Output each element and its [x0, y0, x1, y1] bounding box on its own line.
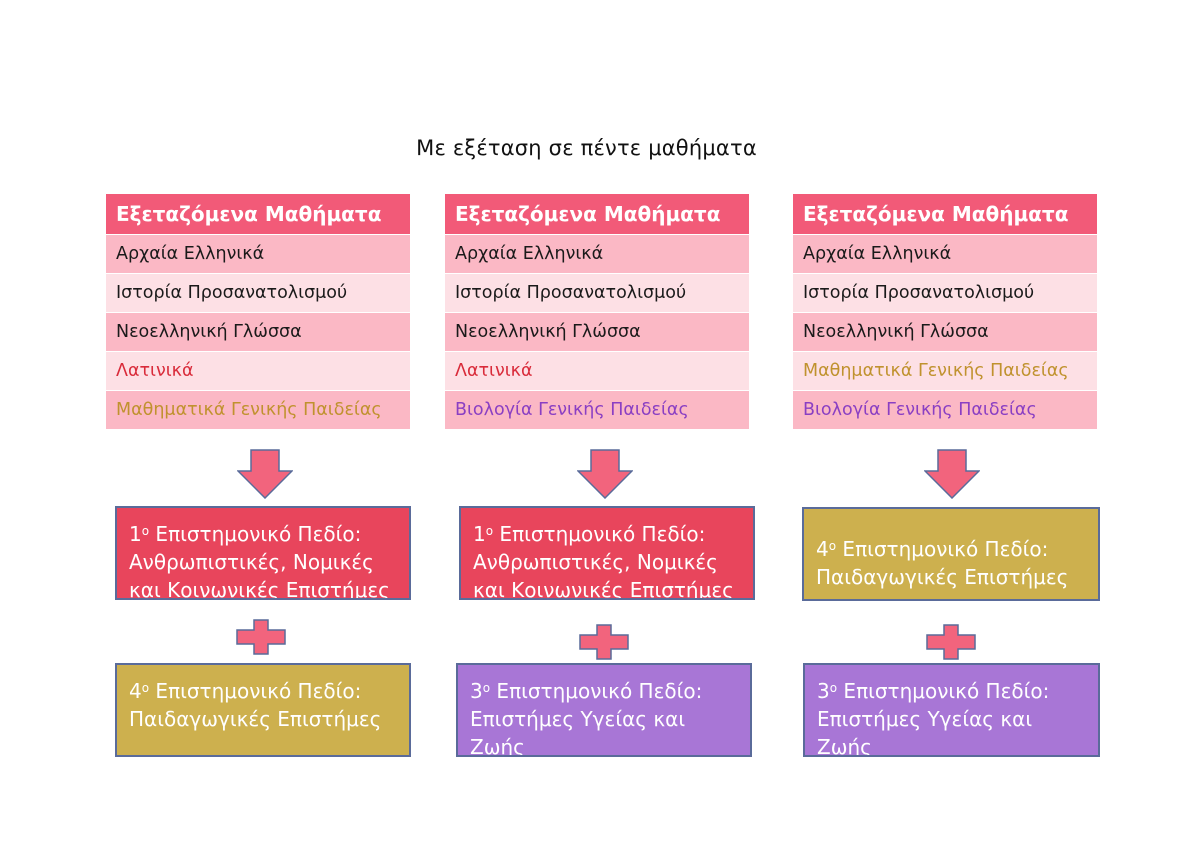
field-text: Επιστημονικό Πεδίο: Παιδαγωγικές Επιστήμ…: [129, 679, 382, 731]
field-ordinal: ο: [485, 524, 494, 538]
subject-row: Αρχαία Ελληνικά: [445, 235, 749, 274]
field-ordinal: ο: [482, 681, 491, 695]
subjects-table: Εξεταζόμενα Μαθήματα Αρχαία Ελληνικά Ιστ…: [444, 193, 750, 431]
subject-row: Λατινικά: [445, 352, 749, 391]
scientific-field-box: 4ο Επιστημονικό Πεδίο: Παιδαγωγικές Επισ…: [115, 663, 411, 757]
subject-row: Νεοελληνική Γλώσσα: [445, 313, 749, 352]
scientific-field-box: 4ο Επιστημονικό Πεδίο: Παιδαγωγικές Επισ…: [802, 507, 1100, 601]
subject-row: Ιστορία Προσανατολισμού: [106, 274, 410, 313]
down-arrow-icon: [237, 449, 293, 499]
down-arrow-icon: [577, 449, 633, 499]
subject-row: Βιολογία Γενικής Παιδείας: [793, 391, 1097, 430]
subjects-table: Εξεταζόμενα Μαθήματα Αρχαία Ελληνικά Ιστ…: [792, 193, 1098, 431]
table-header: Εξεταζόμενα Μαθήματα: [445, 194, 749, 235]
combination-column-3: Εξεταζόμενα Μαθήματα Αρχαία Ελληνικά Ιστ…: [792, 0, 1112, 848]
plus-icon: [926, 624, 976, 660]
field-text: Επιστημονικό Πεδίο: Παιδαγωγικές Επιστήμ…: [816, 537, 1069, 589]
table-header: Εξεταζόμενα Μαθήματα: [106, 194, 410, 235]
plus-icon: [236, 619, 286, 655]
table-header: Εξεταζόμενα Μαθήματα: [793, 194, 1097, 235]
page-title: Με εξέταση σε πέντε μαθήματα: [416, 136, 757, 160]
field-ordinal: ο: [141, 524, 150, 538]
subject-row: Ιστορία Προσανατολισμού: [445, 274, 749, 313]
field-text: Επιστημονικό Πεδίο: Επιστήμες Υγείας και…: [817, 679, 1050, 757]
field-text: Επιστημονικό Πεδίο: Ανθρωπιστικές, Νομικ…: [473, 522, 734, 600]
field-number: 3: [470, 679, 483, 703]
subject-row: Μαθηματικά Γενικής Παιδείας: [106, 391, 410, 430]
field-number: 1: [129, 522, 142, 546]
field-text: Επιστημονικό Πεδίο: Επιστήμες Υγείας και…: [470, 679, 703, 757]
scientific-field-box: 3ο Επιστημονικό Πεδίο: Επιστήμες Υγείας …: [456, 663, 752, 757]
field-number: 3: [817, 679, 830, 703]
field-number: 4: [816, 537, 829, 561]
field-text: Επιστημονικό Πεδίο: Ανθρωπιστικές, Νομικ…: [129, 522, 390, 600]
subject-row: Νεοελληνική Γλώσσα: [793, 313, 1097, 352]
subject-row: Λατινικά: [106, 352, 410, 391]
subject-row: Αρχαία Ελληνικά: [793, 235, 1097, 274]
scientific-field-box: 1ο Επιστημονικό Πεδίο: Ανθρωπιστικές, Νο…: [115, 506, 411, 600]
subject-row: Νεοελληνική Γλώσσα: [106, 313, 410, 352]
field-ordinal: ο: [829, 681, 838, 695]
scientific-field-box: 3ο Επιστημονικό Πεδίο: Επιστήμες Υγείας …: [803, 663, 1100, 757]
field-ordinal: ο: [828, 539, 837, 553]
subject-row: Μαθηματικά Γενικής Παιδείας: [793, 352, 1097, 391]
subjects-table: Εξεταζόμενα Μαθήματα Αρχαία Ελληνικά Ιστ…: [105, 193, 411, 431]
combination-column-2: Εξεταζόμενα Μαθήματα Αρχαία Ελληνικά Ιστ…: [444, 0, 764, 848]
down-arrow-icon: [924, 449, 980, 499]
plus-icon: [579, 624, 629, 660]
scientific-field-box: 1ο Επιστημονικό Πεδίο: Ανθρωπιστικές, Νο…: [459, 506, 755, 600]
field-ordinal: ο: [141, 681, 150, 695]
subject-row: Βιολογία Γενικής Παιδείας: [445, 391, 749, 430]
field-number: 1: [473, 522, 486, 546]
subject-row: Αρχαία Ελληνικά: [106, 235, 410, 274]
combination-column-1: Εξεταζόμενα Μαθήματα Αρχαία Ελληνικά Ιστ…: [105, 0, 425, 848]
subject-row: Ιστορία Προσανατολισμού: [793, 274, 1097, 313]
field-number: 4: [129, 679, 142, 703]
